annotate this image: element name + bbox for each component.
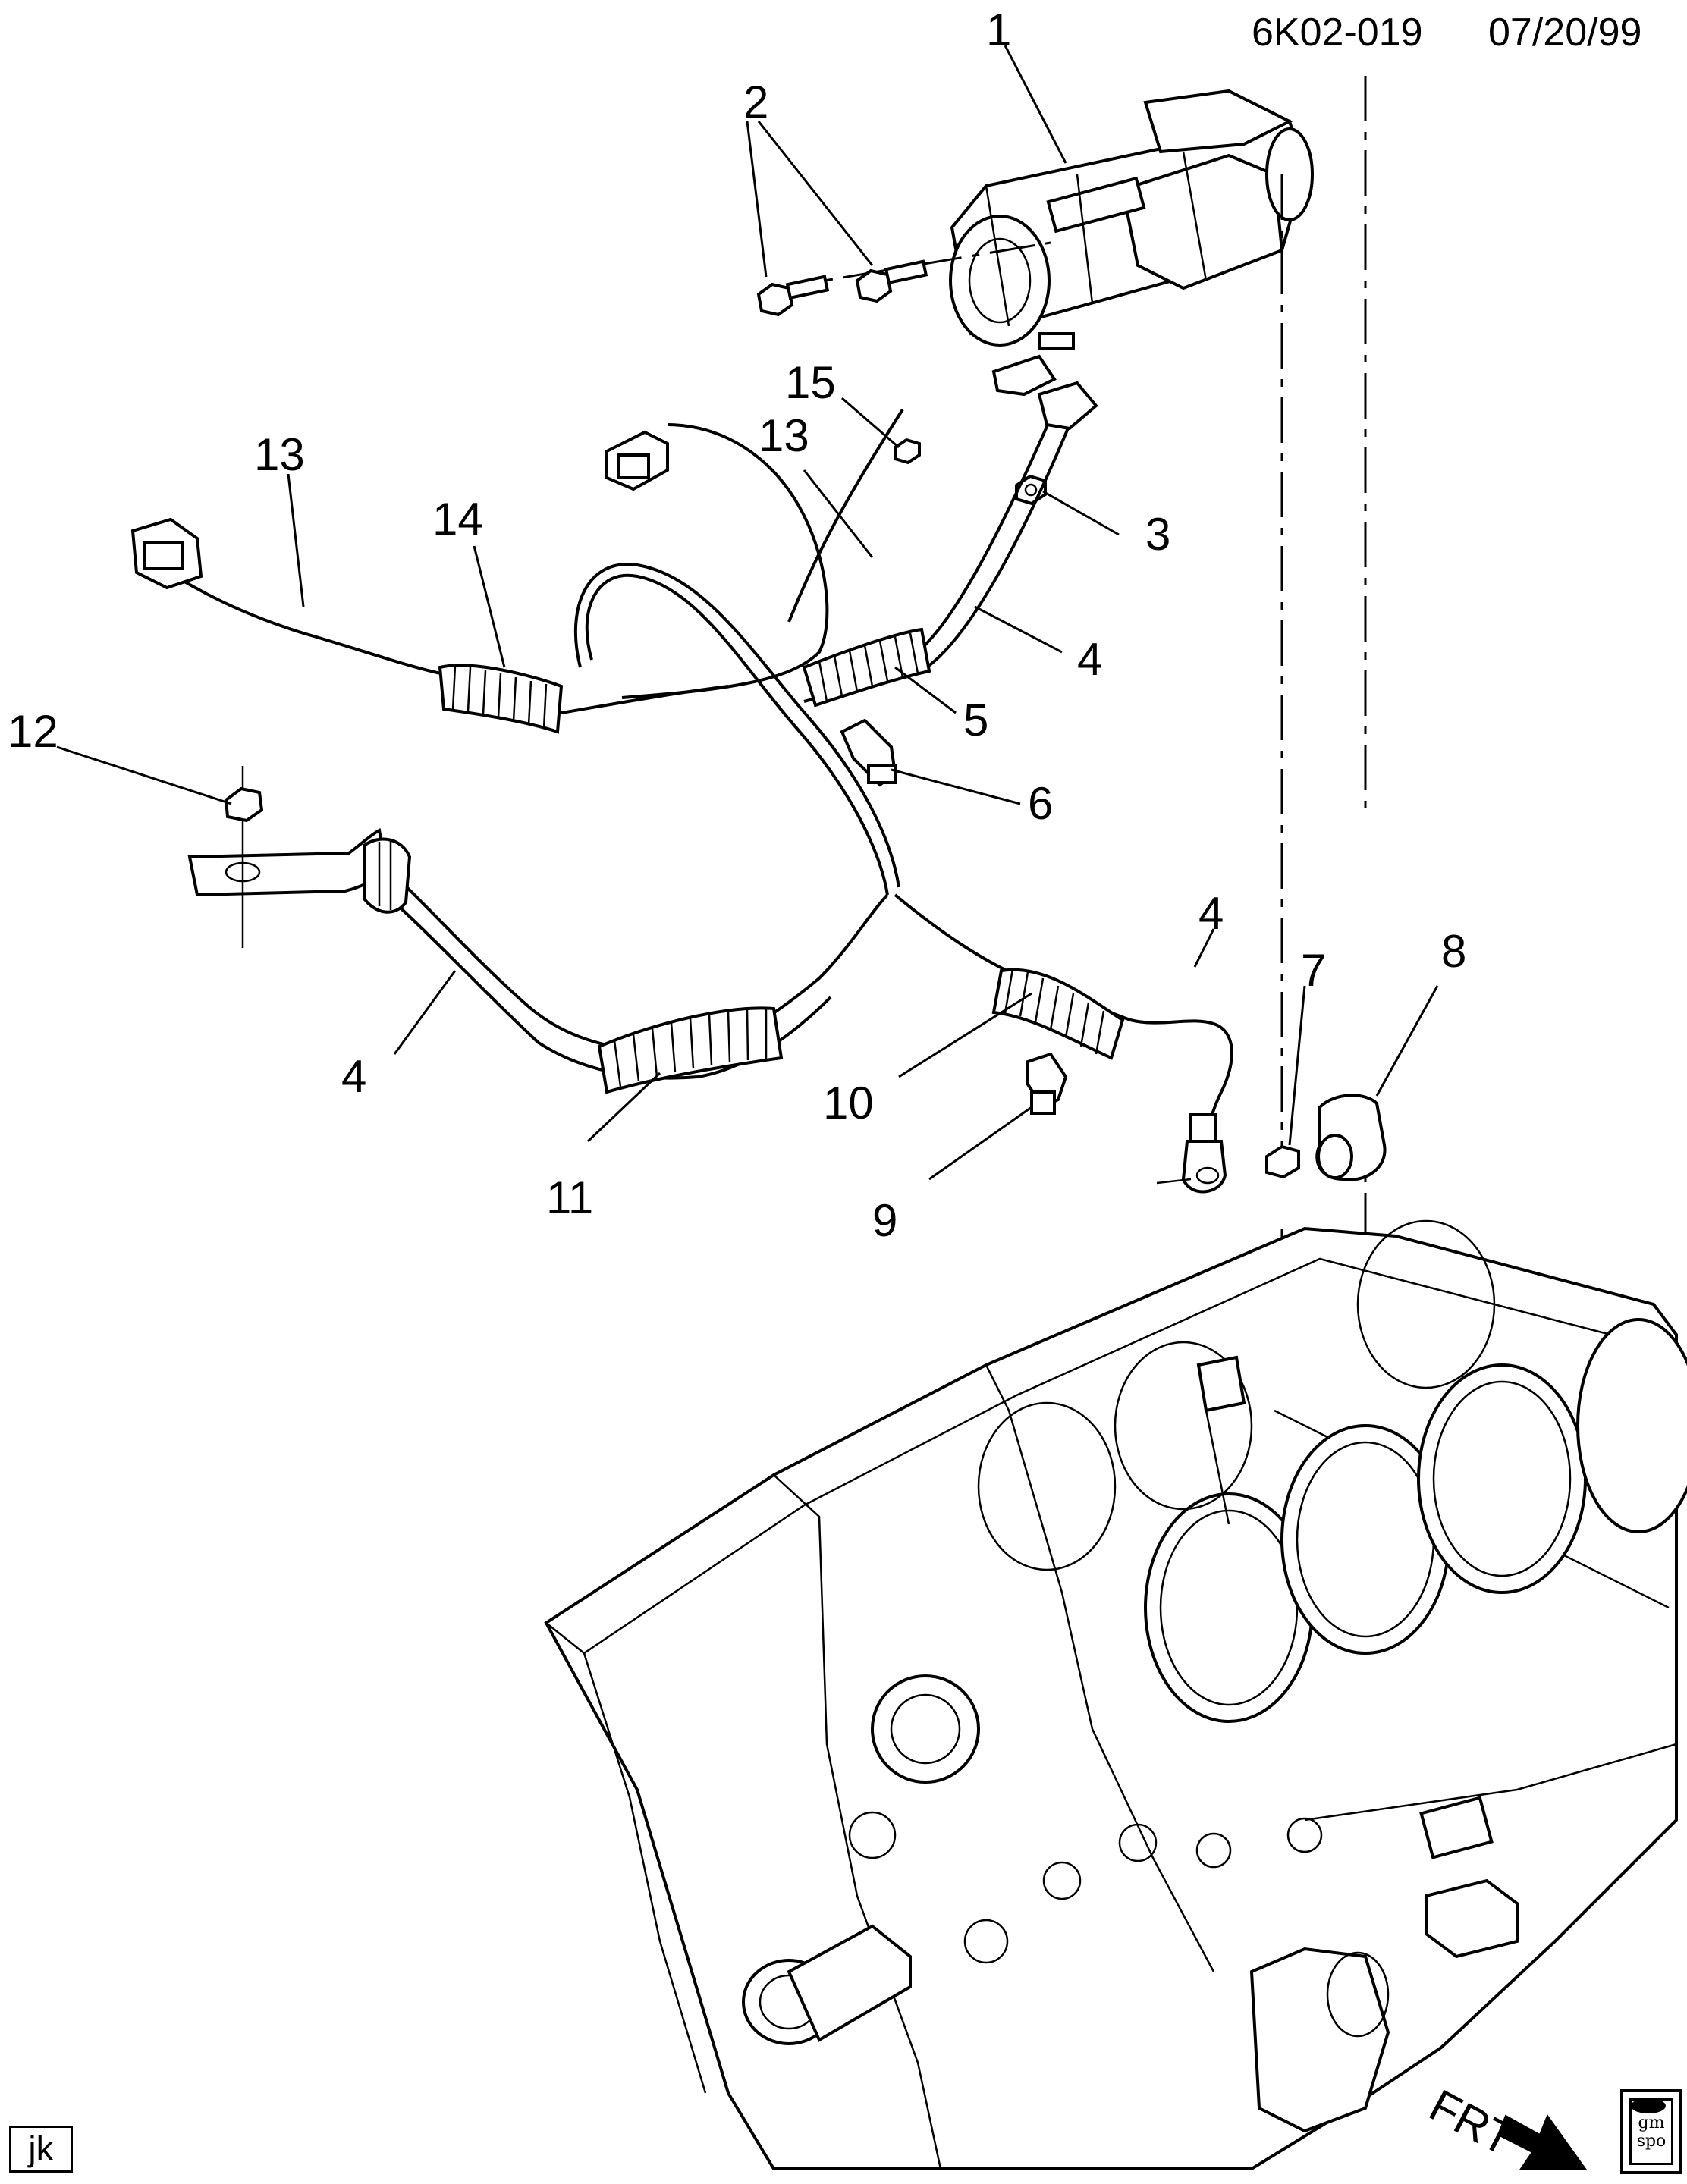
cylinder-bore [1417,1363,1587,1594]
leader-11 [586,1072,661,1143]
conduit-11 [597,1006,784,1094]
callout-1: 1 [986,5,1011,55]
leader-10 [898,992,1032,1078]
callout-13-upper: 13 [759,410,809,461]
leader-2b [757,121,874,266]
leader-13b [803,469,874,558]
diagram-date: 07/20/99 [1488,11,1641,55]
callout-11: 11 [546,1172,593,1223]
leader-7 [1288,985,1306,1146]
leader-2a [746,121,768,278]
clip-6 [840,718,897,787]
illustrator-tag: jk [9,2126,73,2173]
callout-3: 3 [1145,509,1170,560]
callout-4-right: 4 [1198,888,1224,939]
cable-terminal-starter [991,354,1098,431]
callout-14: 14 [432,494,483,544]
leader-4b [393,970,457,1055]
leader-14 [473,545,506,668]
callout-7: 7 [1301,945,1326,996]
callout-2: 2 [743,77,768,127]
harness-connector-left [130,517,203,590]
alignment-line-bolts [769,241,1051,291]
gm-spo-logo: gm spo [1620,2089,1682,2174]
callout-10: 10 [823,1078,874,1128]
leader-1 [1004,45,1067,164]
terminal-boot-8 [1315,1094,1387,1181]
callout-13-left: 13 [254,429,305,480]
logo-oval-icon [1631,2098,1666,2113]
starter-bolt [756,259,928,317]
loop-cable-edge [573,562,900,888]
callout-5: 5 [963,695,988,745]
leader-9 [928,1106,1032,1181]
callout-9: 9 [872,1195,897,1246]
callout-12: 12 [8,706,58,757]
nut-15 [894,438,921,465]
cable-terminal-right [1181,1113,1227,1194]
leader-3 [1042,490,1120,536]
conduit-10 [991,968,1125,1060]
leader-13a [287,473,305,607]
battery-cable-lower [382,863,889,1053]
loop-cable [585,573,889,896]
callout-4-upper: 4 [1077,634,1102,685]
terminal-axis [1156,1178,1192,1185]
wiring-harness-13-upper [621,423,829,699]
wiring-harness-13-branch [787,408,904,623]
clip-9 [1026,1052,1068,1115]
wiring-harness-13-left [150,560,448,676]
logo-line-1: gm [1638,2113,1665,2132]
callout-8: 8 [1441,926,1466,977]
front-direction-indicator: FRT [1422,2079,1587,2170]
conduit-5 [802,627,931,708]
logo-line-2: spo [1636,2132,1667,2151]
leader-8 [1375,985,1439,1097]
leader-12 [56,745,232,805]
callout-15: 15 [785,357,836,408]
starter-motor [949,89,1314,350]
leader-15 [841,397,900,449]
callout-4-left: 4 [341,1051,366,1102]
ground-strap-terminal [187,828,412,914]
front-arrow-icon [1497,2113,1587,2170]
leader-6 [891,768,1021,805]
diagram-code: 6K02-019 [1252,11,1423,55]
harness-connector-top [605,430,669,491]
leader-4c [1193,928,1215,968]
engine-block [544,1219,1687,2170]
nut-7 [1265,1144,1300,1179]
leader-5 [894,666,957,714]
conduit-14 [438,664,564,734]
cylinder-bore [1576,1318,1687,1533]
battery-cable-right [894,893,1233,1153]
leader-4a [974,605,1063,654]
battery-cable-upper-edge [913,424,1071,676]
wiring-continuation [561,685,729,714]
callout-6: 6 [1028,778,1053,829]
nut-12 [224,786,264,823]
